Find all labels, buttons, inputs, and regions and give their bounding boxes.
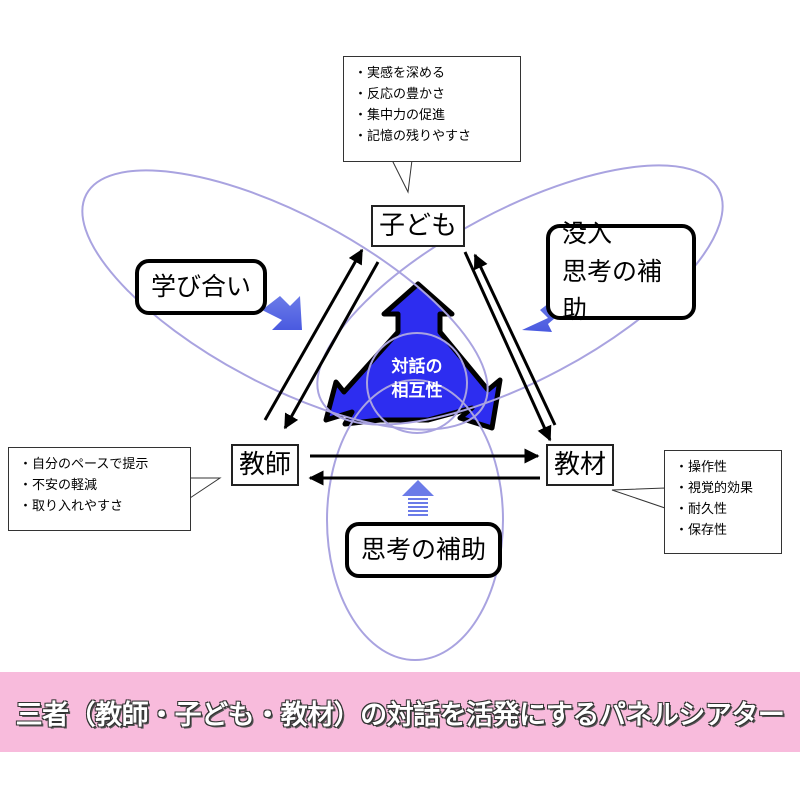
callout-material-item: 保存性 (675, 520, 771, 541)
ellipse-bottom (326, 379, 504, 661)
title-banner: 三者（教師・子ども・教材）の対話を活発にするパネルシアター (0, 672, 800, 752)
callout-child-item: 反応の豊かさ (354, 84, 510, 105)
callout-teacher-item: 取り入れやすさ (19, 496, 180, 517)
label-botsunyu-line2: 思考の補助 (562, 257, 663, 324)
relation-arrows (263, 248, 557, 486)
block-arrow-left (262, 296, 302, 330)
callout-material-item: 操作性 (675, 457, 771, 478)
block-arrow-bottom (402, 480, 434, 516)
node-child: 子ども (371, 205, 466, 247)
callout-material-item: 耐久性 (675, 499, 771, 520)
callout-material: 操作性 視覚的効果 耐久性 保存性 (664, 450, 782, 554)
node-teacher: 教師 (231, 444, 300, 486)
ellipse-right (316, 164, 724, 426)
callout-teacher: 自分のペースで提示 不安の軽減 取り入れやすさ (8, 447, 191, 531)
label-shiko: 思考の補助 (345, 522, 503, 578)
node-material: 教材 (546, 444, 615, 486)
label-shiko-text: 思考の補助 (361, 535, 487, 564)
callout-tail-material (611, 487, 666, 509)
label-manabi-text: 学び合い (151, 272, 252, 301)
label-botsunyu-line1: 没入 (562, 219, 613, 248)
callout-child-item: 実感を深める (354, 63, 510, 84)
callout-child: 実感を深める 反応の豊かさ 集中力の促進 記憶の残りやすさ (343, 56, 521, 162)
callout-tail-child (391, 159, 413, 194)
ellipse-left (81, 169, 489, 431)
callout-tail-teacher (189, 477, 222, 499)
center-label-line2: 相互性 (391, 381, 443, 401)
center-label-line1: 対話の (391, 357, 443, 377)
callout-teacher-item: 自分のペースで提示 (19, 454, 180, 475)
banner-title: 三者（教師・子ども・教材）の対話を活発にするパネルシアター (15, 699, 785, 731)
callout-child-item: 記憶の残りやすさ (354, 126, 510, 147)
callout-material-item: 視覚的効果 (675, 478, 771, 499)
center-circle (366, 332, 468, 434)
center-label: 対話の 相互性 (377, 355, 457, 403)
label-manabi: 学び合い (135, 259, 268, 315)
label-botsunyu: 没入 思考の補助 (546, 219, 696, 324)
callout-teacher-item: 不安の軽減 (19, 475, 180, 496)
callout-child-item: 集中力の促進 (354, 105, 510, 126)
